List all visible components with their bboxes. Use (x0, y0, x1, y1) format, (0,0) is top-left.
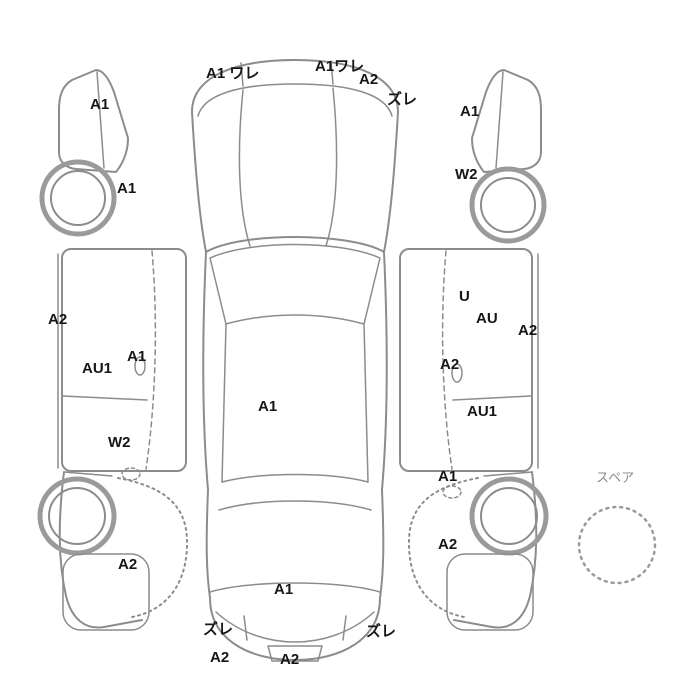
damage-label-left-rocker: A2 (48, 311, 68, 328)
spare-tire-dotted-circle (577, 505, 657, 585)
left-side-view (37, 69, 189, 631)
damage-label-left-front-wheel: A1 (117, 180, 137, 197)
right-rear-bumper-piece (446, 553, 534, 631)
left-quarter-top-edge (63, 471, 113, 477)
damage-label-right-rocker: A2 (518, 322, 538, 339)
left-front-wheel-tire (39, 159, 117, 237)
damage-label-right-rear-quarter: A1 (438, 468, 458, 485)
right-side-view (399, 69, 549, 631)
roof-edge-right (363, 323, 369, 483)
rear-window-bottom (218, 500, 372, 511)
left-door-seam (62, 395, 148, 401)
right-front-fender-crease (495, 71, 504, 169)
body-side-right-rear (379, 489, 385, 599)
damage-label-rear-lower-left: A2 (210, 649, 230, 666)
right-quarter-top-edge (483, 471, 533, 477)
roof-edge-left (221, 323, 227, 483)
body-side-right-front (383, 111, 399, 253)
left-front-fender (58, 69, 129, 173)
cowl-line (205, 236, 385, 253)
rear-bumper-seam-left (243, 615, 248, 641)
left-rear-quarter (58, 471, 143, 629)
damage-label-rear-lower-center: A2 (280, 651, 300, 668)
damage-label-right-door-u: U (459, 288, 470, 305)
right-door-panel (399, 248, 533, 472)
damage-label-front-bumper-right: A1ワレ (315, 58, 365, 75)
left-door-dent-mark (134, 356, 146, 376)
left-rear-bumper-piece (62, 553, 150, 631)
left-rear-wheel-rim (48, 487, 106, 545)
right-rear-dotted-region (407, 477, 479, 618)
front-bumper-seam-left (240, 62, 244, 87)
front-bumper-seam-right (330, 60, 334, 85)
damage-label-left-rear-door: W2 (108, 434, 131, 451)
right-front-wheel-rim (480, 177, 536, 233)
damage-label-left-front-pillar: A1 (90, 96, 110, 113)
damage-label-front-bumper-left: A1 ワレ (206, 65, 260, 82)
damage-label-left-front-door: AU1 (82, 360, 113, 377)
damage-label-right-door-au: AU (476, 310, 498, 327)
damage-label-right-front-fender: W2 (455, 166, 478, 183)
damage-label-left-rear-fender: A2 (118, 556, 138, 573)
body-side-left-rear (205, 489, 211, 599)
top-view (191, 59, 399, 662)
front-bumper-outer (191, 59, 399, 113)
damage-label-front-right-corner: A2 (359, 71, 379, 88)
damage-label-front-right-slip: ズレ (387, 91, 418, 108)
damage-label-right-rear-door: AU1 (467, 403, 498, 420)
left-rear-wheel-tire (37, 476, 117, 556)
damage-label-rear-right-slip: ズレ (366, 623, 397, 640)
trunk-rear-edge (209, 582, 381, 593)
damage-label-left-front-door-a1: A1 (127, 348, 147, 365)
right-front-wheel-tire (469, 166, 547, 244)
rear-bumper-seam-right (342, 615, 347, 641)
spare-tire-label: スペア (596, 470, 635, 485)
damage-label-rear-left-slip: ズレ (203, 621, 234, 638)
damage-label-right-front-door-a2: A2 (440, 356, 460, 373)
damage-label-roof-center: A1 (258, 398, 278, 415)
body-side-left-mid (202, 251, 209, 491)
rear-bumper-outer (209, 597, 381, 661)
rear-bumper-inner (215, 611, 375, 643)
body-side-left-front (191, 111, 207, 253)
rear-window-top (221, 473, 369, 483)
body-side-right-mid (381, 251, 388, 491)
left-front-fender-crease (96, 71, 105, 169)
left-rear-dotted-region (117, 477, 189, 618)
right-cabin-dashed-line (441, 250, 453, 470)
right-front-fender (471, 69, 542, 173)
damage-label-trunk: A1 (274, 581, 294, 598)
right-door-seam (452, 395, 532, 401)
right-rear-wheel-rim (480, 487, 538, 545)
right-door-dent-mark (451, 363, 463, 383)
hood-crease-left (238, 89, 251, 247)
damage-label-right-rear-fender: A2 (438, 536, 458, 553)
damage-label-right-front-pillar: A1 (460, 103, 480, 120)
left-front-wheel-rim (50, 170, 106, 226)
windshield (209, 243, 381, 325)
rear-license-plate (267, 645, 323, 662)
spare-tire (577, 505, 657, 585)
right-rear-dent-mark (442, 485, 462, 499)
hood-crease-right (325, 87, 338, 247)
left-rear-dent-mark (121, 467, 141, 481)
front-bumper-inner (197, 83, 393, 117)
left-cabin-dashed-line (145, 250, 157, 470)
right-rear-wheel-tire (469, 476, 549, 556)
